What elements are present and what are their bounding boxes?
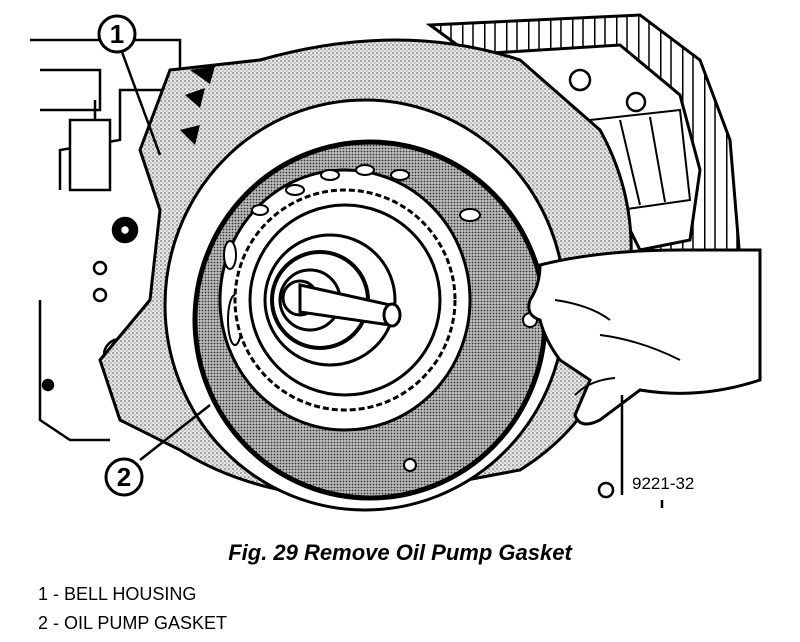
callout-1-leader: [120, 51, 162, 156]
pump-gear: [233, 188, 457, 412]
callout-1-circle: [97, 14, 137, 54]
figure-code: 9221-32: [632, 474, 694, 493]
legend-item: 2 - OIL PUMP GASKET: [38, 613, 228, 633]
figure-caption: Fig. 29 Remove Oil Pump Gasket: [228, 540, 572, 565]
callout-2-leader: [139, 404, 211, 461]
hand: [527, 248, 762, 426]
callout-2-number: 2: [117, 462, 131, 492]
callout-1: 1: [97, 14, 162, 156]
legend: 1 - BELL HOUSING 2 - OIL PUMP GASKET: [38, 580, 227, 638]
transmission-illustration: 1 2 9221-32: [30, 13, 762, 512]
callout-1-number: 1: [110, 19, 124, 49]
callout-2: 2: [104, 404, 211, 497]
legend-item: 1 - BELL HOUSING: [38, 584, 197, 604]
callout-2-circle: [104, 457, 144, 497]
engine-block: [30, 38, 182, 442]
mounting-lines: [620, 395, 664, 508]
